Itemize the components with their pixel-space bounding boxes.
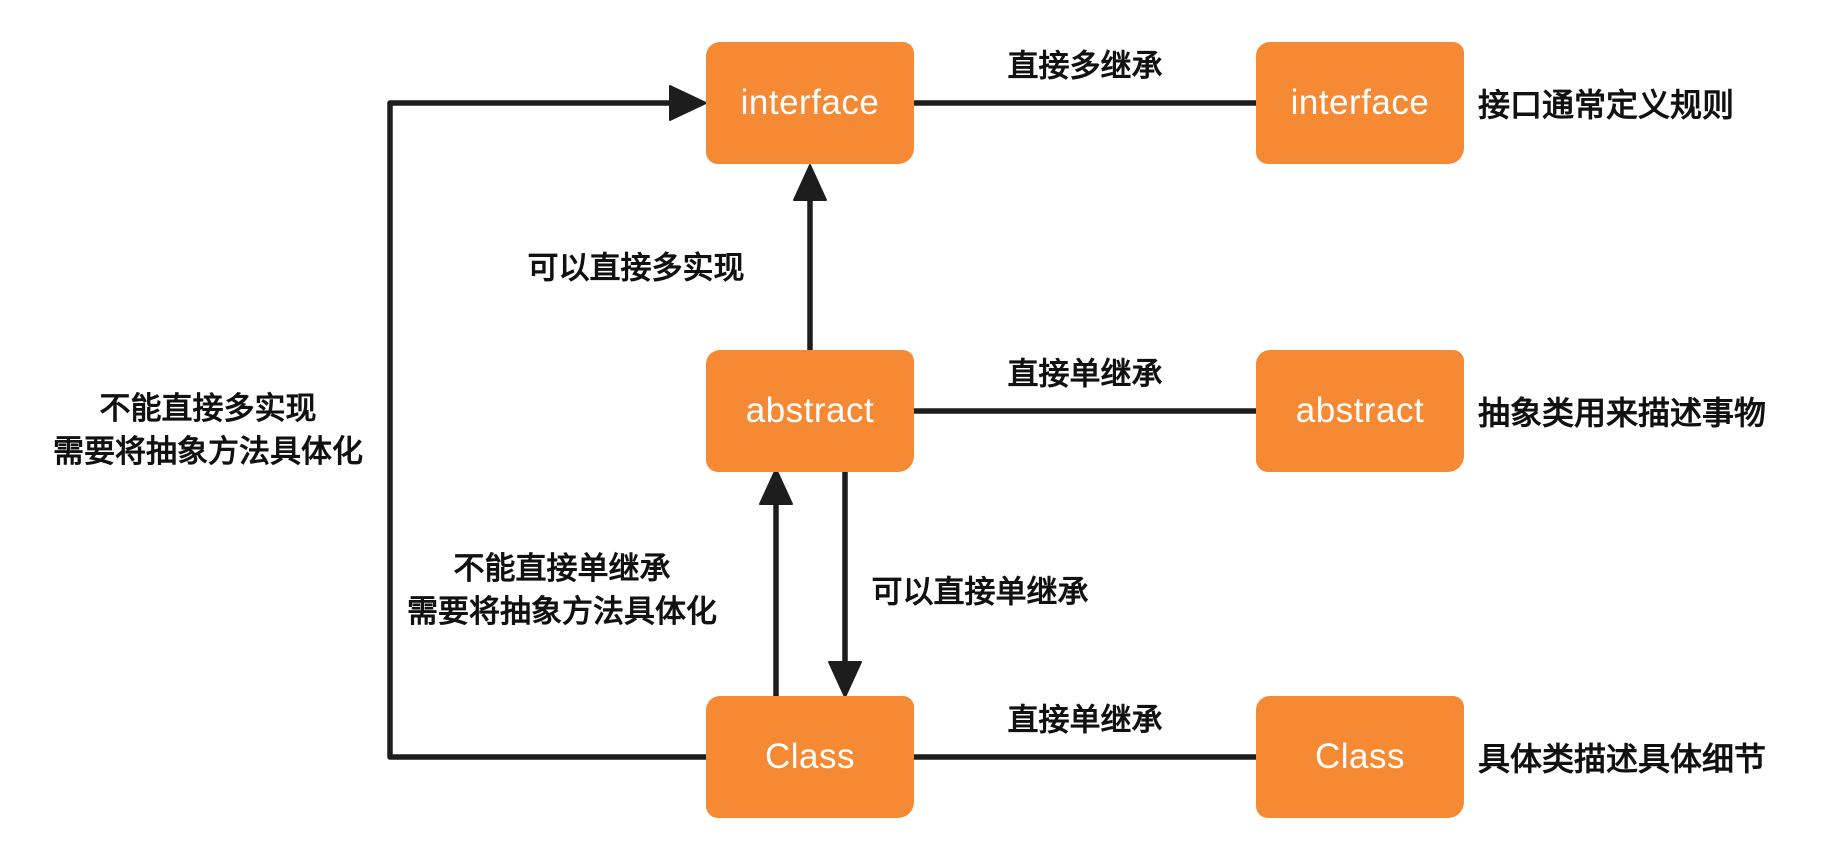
- node-interface-right: interface: [1258, 44, 1462, 162]
- label-class-extend-abstract-line1: 不能直接单继承: [453, 551, 671, 586]
- label-class-impl-interface-line2: 需要将抽象方法具体化: [53, 434, 363, 469]
- node-class-right: Class: [1258, 698, 1462, 816]
- note-class: 具体类描述具体细节: [1478, 741, 1767, 777]
- label-class-impl-interface: 不能直接多实现 需要将抽象方法具体化: [53, 387, 363, 473]
- label-class-impl-interface-line1: 不能直接多实现: [99, 391, 317, 426]
- arrowhead-class-to-abstract: [759, 468, 793, 505]
- node-abstract-left: abstract: [708, 352, 912, 470]
- node-abstract-right: abstract: [1258, 352, 1462, 470]
- node-interface-left: interface: [708, 44, 912, 162]
- label-interface-row: 直接多继承: [1007, 48, 1163, 84]
- label-abstract-row: 直接单继承: [1007, 356, 1163, 392]
- edge-class-to-interface-path: [387, 100, 711, 760]
- arrowhead-abstract-to-interface: [793, 164, 827, 201]
- note-interface: 接口通常定义规则: [1478, 87, 1735, 123]
- label-class-row: 直接单继承: [1007, 702, 1163, 738]
- arrowhead-into-interface-left: [669, 85, 707, 121]
- label-class-extend-abstract: 不能直接单继承 需要将抽象方法具体化: [407, 547, 717, 633]
- label-class-extend-abstract-line2: 需要将抽象方法具体化: [407, 594, 717, 629]
- arrowhead-abstract-to-class: [828, 661, 862, 698]
- label-abstract-extend-class: 可以直接单继承: [871, 574, 1089, 610]
- note-abstract: 抽象类用来描述事物: [1478, 395, 1767, 431]
- label-abstract-impl-interface: 可以直接多实现: [527, 250, 745, 286]
- node-class-left: Class: [708, 698, 912, 816]
